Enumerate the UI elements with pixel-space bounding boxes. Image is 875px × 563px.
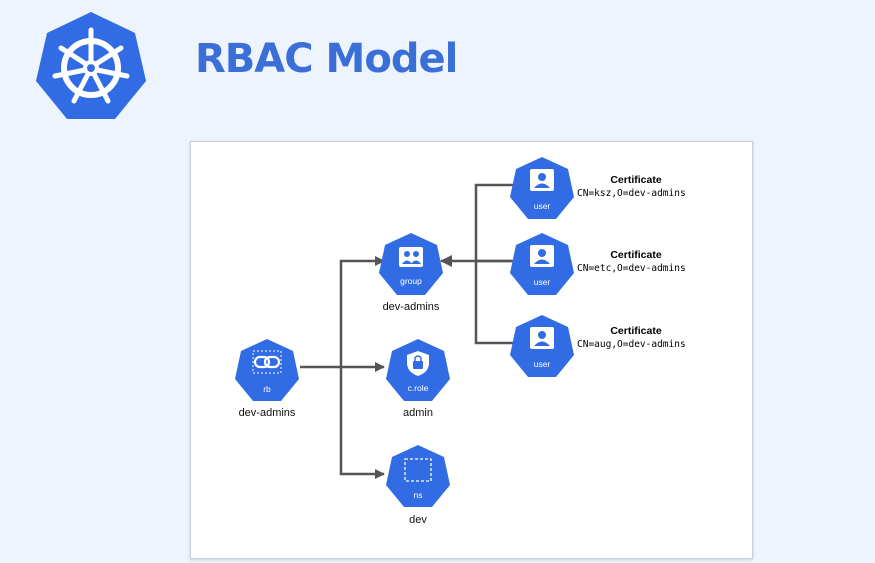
user2-sub-label: user bbox=[534, 277, 551, 287]
dashed-square-icon bbox=[404, 458, 432, 482]
crole-sub-label: c.role bbox=[408, 383, 429, 393]
crole-label: admin bbox=[403, 407, 433, 419]
user3-sub-label: user bbox=[534, 359, 551, 369]
certificate-1: Certificate CN=ksz,O=dev-admins bbox=[577, 174, 686, 199]
user-node-1: user bbox=[510, 157, 574, 219]
user1-sub-label: user bbox=[534, 201, 551, 211]
link-icon bbox=[253, 355, 281, 369]
certificate-2: Certificate CN=etc,O=dev-admins bbox=[577, 249, 686, 274]
kubernetes-logo bbox=[36, 12, 146, 119]
group-label: dev-admins bbox=[383, 301, 440, 313]
rbac-diagram-card: rb dev-admins group dev-admins c.role ad… bbox=[190, 141, 753, 559]
user-icon bbox=[530, 169, 554, 191]
rb-sub-label: rb bbox=[263, 384, 271, 394]
group-sub-label: group bbox=[400, 276, 422, 286]
certificate-3: Certificate CN=aug,O=dev-admins bbox=[577, 325, 686, 350]
certificate-subject: CN=etc,O=dev-admins bbox=[577, 263, 686, 274]
ns-label: dev bbox=[409, 514, 427, 526]
namespace-node: ns bbox=[386, 445, 450, 507]
rb-label: dev-admins bbox=[239, 407, 296, 419]
certificate-subject: CN=aug,O=dev-admins bbox=[577, 339, 686, 350]
group-icon bbox=[399, 247, 423, 267]
user-icon bbox=[530, 245, 554, 267]
user-icon bbox=[530, 327, 554, 349]
user-node-3: user bbox=[510, 315, 574, 377]
page-title: RBAC Model bbox=[195, 36, 458, 82]
helm-wheel-icon bbox=[52, 27, 130, 104]
rolebinding-node: rb bbox=[235, 339, 299, 401]
ns-sub-label: ns bbox=[414, 490, 423, 500]
certificate-title: Certificate bbox=[610, 325, 662, 337]
clusterrole-node: c.role bbox=[386, 339, 450, 401]
lock-icon bbox=[407, 351, 429, 376]
certificate-title: Certificate bbox=[610, 174, 662, 186]
rbac-diagram: rb dev-admins group dev-admins c.role ad… bbox=[235, 157, 686, 526]
certificate-subject: CN=ksz,O=dev-admins bbox=[577, 188, 686, 199]
user-node-2: user bbox=[510, 233, 574, 295]
group-node: group bbox=[379, 233, 443, 295]
certificate-title: Certificate bbox=[610, 249, 662, 261]
connector-lines bbox=[300, 183, 514, 479]
